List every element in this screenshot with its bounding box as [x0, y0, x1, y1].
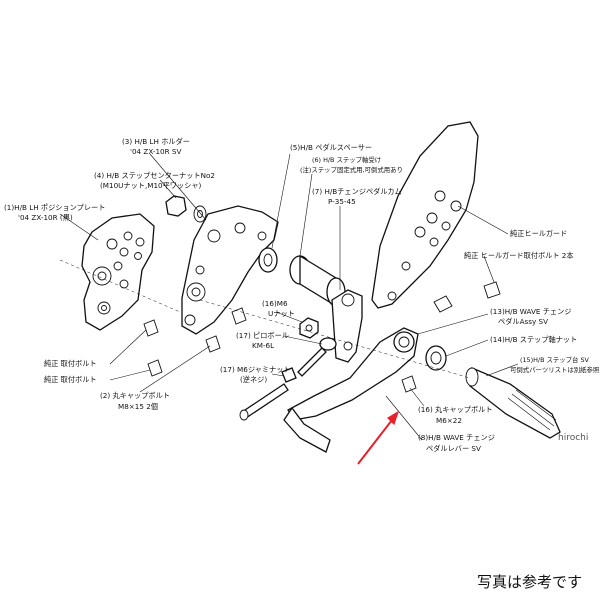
- cap-bolts: [143, 307, 417, 393]
- jam-nut-rod: [239, 367, 297, 421]
- leader-lines: [59, 153, 519, 441]
- step-peg: [465, 367, 561, 439]
- label-u-nut-line1: (16)M6: [262, 299, 288, 308]
- heel-guard-bolts: [433, 281, 501, 313]
- label-pedal-assy-line1: (13)H/B WAVE チェンジ: [490, 307, 571, 316]
- position-plate: [81, 213, 155, 331]
- step-shaft-nut: [425, 345, 447, 371]
- u-nut: [299, 317, 319, 339]
- label-pillow-ball-line2: KM-6L: [252, 341, 274, 350]
- label-center-nut-line2: (M10Uナット,M10平ワッシャ): [100, 181, 202, 190]
- reference-photo-caption: 写真は参考です: [476, 573, 582, 591]
- label-bearing-line2: (注)ステップ固定式用,可倒式用あり: [300, 165, 403, 174]
- label-cap-bolt-line1: (2) 丸キャップボルト: [100, 391, 170, 400]
- label-jam-nut-line1: (17) M6ジャミナット: [220, 365, 291, 374]
- assembly-axis: [59, 259, 471, 379]
- change-pedal-lever: [283, 327, 419, 453]
- label-center-nut-line1: (4) H/B ステップセンターナットNo2: [94, 171, 215, 180]
- label-cap-bolt-m6-line2: M6×22: [436, 416, 462, 425]
- step-shaft-bearing: [289, 254, 346, 308]
- heel-guard: [371, 121, 479, 309]
- watermark: hirochi: [558, 433, 588, 443]
- label-plate-line1: (1)H/B LH ポジションプレート: [4, 203, 105, 212]
- label-cam-line1: (7) H/Bチェンジペダルカム: [312, 187, 402, 196]
- label-cap-bolt-m6-line1: (16) 丸キャップボルト: [418, 405, 493, 414]
- label-step-line2: 可倒式パーツリストは別紙参照: [510, 365, 600, 374]
- label-step-nut: (14)H/B ステップ軸ナット: [490, 335, 577, 344]
- change-pedal-cam: [331, 289, 363, 363]
- label-lever-line1: (8)H/B WAVE チェンジ: [418, 433, 495, 442]
- center-nut: [165, 195, 207, 223]
- pedal-spacer: [258, 247, 278, 273]
- label-bearing-line1: (6) H/B ステップ軸受け: [312, 155, 381, 164]
- label-jam-nut-line2: (逆ネジ): [240, 375, 267, 384]
- label-holder-line1: (3) H/B LH ホルダー: [122, 137, 190, 146]
- lh-holder: [181, 205, 279, 335]
- label-heel-guard-bolt: 純正 ヒールガード取付ボルト 2本: [464, 251, 574, 260]
- pillow-ball: [297, 337, 337, 377]
- label-spacer: (5)H/B ペダルスペーサー: [290, 143, 372, 152]
- label-lever-line2: ペダルレバー SV: [426, 444, 481, 453]
- label-cam-line2: P-35-45: [328, 197, 356, 206]
- label-step-line1: (15)H/B ステップ台 SV: [520, 355, 590, 364]
- label-genuine-bolt: 純正 取付ボルト: [44, 359, 97, 368]
- label-plate-line2: '04 ZX-10R (黒): [18, 213, 73, 222]
- label-cap-bolt-line2: M8×15 2個: [118, 402, 158, 411]
- label-holder-line2: '04 ZX-10R SV: [130, 147, 181, 156]
- label-pedal-assy-line2: ペダルAssy SV: [498, 317, 548, 326]
- label-u-nut-line2: Uナット: [268, 309, 295, 318]
- label-heel-guard: 純正ヒールガード: [510, 229, 567, 238]
- label-pillow-ball-line1: (17) ピロボール: [236, 331, 289, 340]
- label-genuine-bolt-2: 純正 取付ボルト: [44, 375, 97, 384]
- red-arrow: [357, 410, 400, 465]
